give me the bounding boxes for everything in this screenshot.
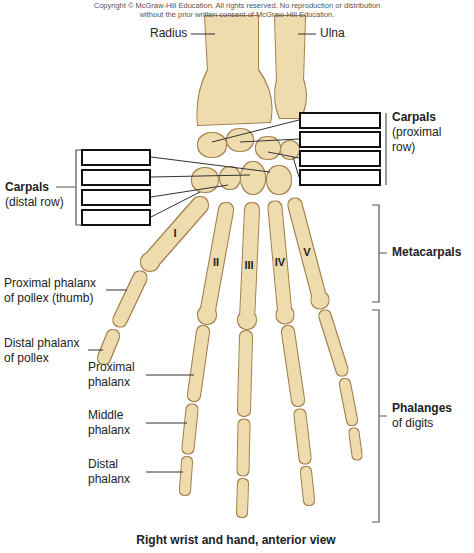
phalanx-bone <box>243 425 244 470</box>
bone-label: Proximal phalanx of pollex (thumb) <box>4 276 106 306</box>
leader-line <box>212 120 299 142</box>
scaphoid-bone <box>198 133 226 157</box>
phalanx-bones <box>104 278 357 512</box>
phalanx-bone <box>242 484 243 512</box>
bone-label: Distal phalanx <box>88 457 143 487</box>
group-label: Phalanges <box>392 401 452 416</box>
leader-line <box>151 185 228 197</box>
phalanx-bone <box>185 462 187 490</box>
bone-label: Radius <box>150 26 187 41</box>
blank-box <box>300 170 380 185</box>
phalanx-bone <box>120 278 140 320</box>
leader-lines <box>88 34 316 472</box>
leader-line <box>106 290 127 291</box>
group-sublabel: of digits <box>392 416 433 431</box>
metacarpal-bone <box>207 210 226 315</box>
bone-label: Proximal phalanx <box>88 360 143 390</box>
leader-line <box>240 139 299 142</box>
ulna-bone <box>275 16 306 118</box>
group-sublabel: (proximal row) <box>392 125 458 155</box>
leader-line <box>298 34 316 35</box>
bone-head <box>141 253 159 271</box>
phalanx-bone <box>288 332 298 400</box>
leader-line <box>88 350 103 351</box>
leader-line <box>293 157 299 177</box>
group-label: Metacarpals <box>392 245 461 260</box>
hamate-bone <box>267 166 291 194</box>
metacarpal-bones <box>150 205 320 320</box>
phalanx-bone <box>306 472 309 500</box>
bone-label: Distal phalanx of pollex <box>4 336 86 366</box>
phalanx-bone <box>188 410 192 448</box>
capitate-bone <box>241 162 265 194</box>
leader-line <box>146 375 194 376</box>
leader-line <box>146 472 183 473</box>
bracket <box>56 150 81 225</box>
bone-head <box>312 292 329 309</box>
callout-number: I <box>172 227 177 239</box>
bone-label: Ulna <box>320 26 345 41</box>
leader-line <box>268 152 299 158</box>
callout-number: V <box>302 246 311 258</box>
callout-number: III <box>243 259 254 271</box>
figure-caption: Right wrist and hand, anterior view <box>0 533 473 548</box>
blank-box <box>82 170 150 185</box>
blank-box <box>82 150 150 165</box>
callout-number: IV <box>274 256 286 268</box>
metacarpal-bone <box>295 205 320 300</box>
phalanx-bone <box>244 337 246 410</box>
copyright-notice: Copyright © McGraw-Hill Education. All r… <box>87 1 387 19</box>
phalanx-bone <box>325 316 342 370</box>
phalanx-bone <box>300 415 305 458</box>
radius-bone <box>197 16 271 125</box>
leader-line <box>151 192 200 217</box>
blank-box <box>82 210 150 225</box>
callout-number: II <box>212 256 220 268</box>
bones <box>104 16 357 512</box>
blank-box <box>82 190 150 205</box>
group-label: Carpals <box>392 110 436 125</box>
phalanx-bone <box>354 433 357 455</box>
blank-box <box>300 132 380 147</box>
bracket <box>385 113 386 185</box>
leader-line <box>151 175 250 177</box>
bone-label: Middle phalanx <box>88 408 143 438</box>
bone-head <box>198 306 216 324</box>
group-sublabel: (distal row) <box>5 195 64 210</box>
bone-head <box>238 311 256 329</box>
answer-boxes <box>82 113 380 225</box>
brackets <box>56 113 387 522</box>
leader-line <box>151 157 270 172</box>
bracket <box>372 310 387 522</box>
leader-line <box>191 34 215 35</box>
carpal-bones <box>192 129 299 194</box>
bracket <box>372 205 387 302</box>
bone-head <box>277 307 294 324</box>
metacarpal-heads <box>141 253 329 329</box>
blank-box <box>300 151 380 166</box>
leader-line <box>146 423 187 424</box>
phalanx-bone <box>345 384 352 420</box>
phalanx-bone <box>104 336 113 358</box>
phalanx-bone <box>194 332 203 395</box>
group-label: Carpals <box>5 180 49 195</box>
blank-box <box>300 113 380 128</box>
